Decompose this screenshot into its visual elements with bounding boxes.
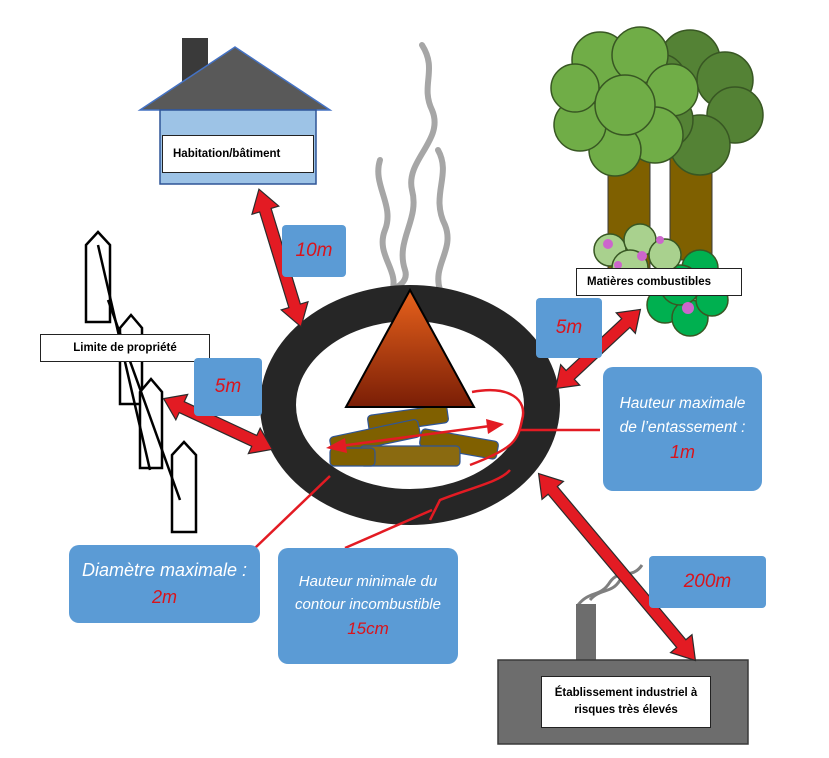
contour-text: Hauteur minimale du contour incombustibl…: [295, 572, 441, 613]
pile-height-value: 1m: [669, 441, 695, 462]
house-distance-box: 10m: [282, 225, 346, 277]
combustibles-label: Matières combustibles: [576, 268, 742, 296]
smoke-icon: [375, 42, 451, 301]
diameter-text: Diamètre maximale :: [81, 560, 248, 580]
industrial-label-text: Établissement industriel à risques très …: [554, 687, 698, 716]
pile-height-text: Hauteur maximale de l’entassement :: [619, 395, 746, 436]
distance-arrows: [162, 188, 697, 662]
diameter-value: 2m: [151, 587, 177, 607]
contour-value: 15cm: [347, 619, 389, 639]
diameter-arrow: [326, 419, 504, 453]
industrial-distance-box: 200m: [649, 556, 766, 608]
industrial-distance: 200m: [683, 571, 732, 592]
house-label: Habitation/bâtiment: [162, 135, 314, 173]
house-distance: 10m: [295, 240, 333, 261]
combustibles-distance-box: 5m: [536, 298, 602, 358]
fence-icon: [84, 230, 198, 534]
pile-height-note: Hauteur maximale de l’entassement : 1m: [603, 367, 762, 491]
property-limit-label: Limite de propriété: [40, 334, 210, 362]
property-distance-box: 5m: [194, 358, 262, 416]
house-label-text: Habitation/bâtiment: [173, 148, 281, 160]
contour-note: Hauteur minimale du contour incombustibl…: [278, 548, 458, 664]
industrial-label: Établissement industriel à risques très …: [541, 676, 711, 728]
logs-icon: [329, 404, 499, 467]
property-distance: 5m: [214, 376, 242, 397]
diameter-note: Diamètre maximale : 2m: [69, 545, 260, 623]
callout-lines: [254, 389, 600, 550]
trees-icon: [550, 26, 764, 337]
combustibles-label-text: Matières combustibles: [587, 276, 711, 288]
property-limit-label-text: Limite de propriété: [73, 342, 177, 354]
flame-icon: [344, 287, 476, 408]
combustibles-distance: 5m: [555, 317, 583, 338]
